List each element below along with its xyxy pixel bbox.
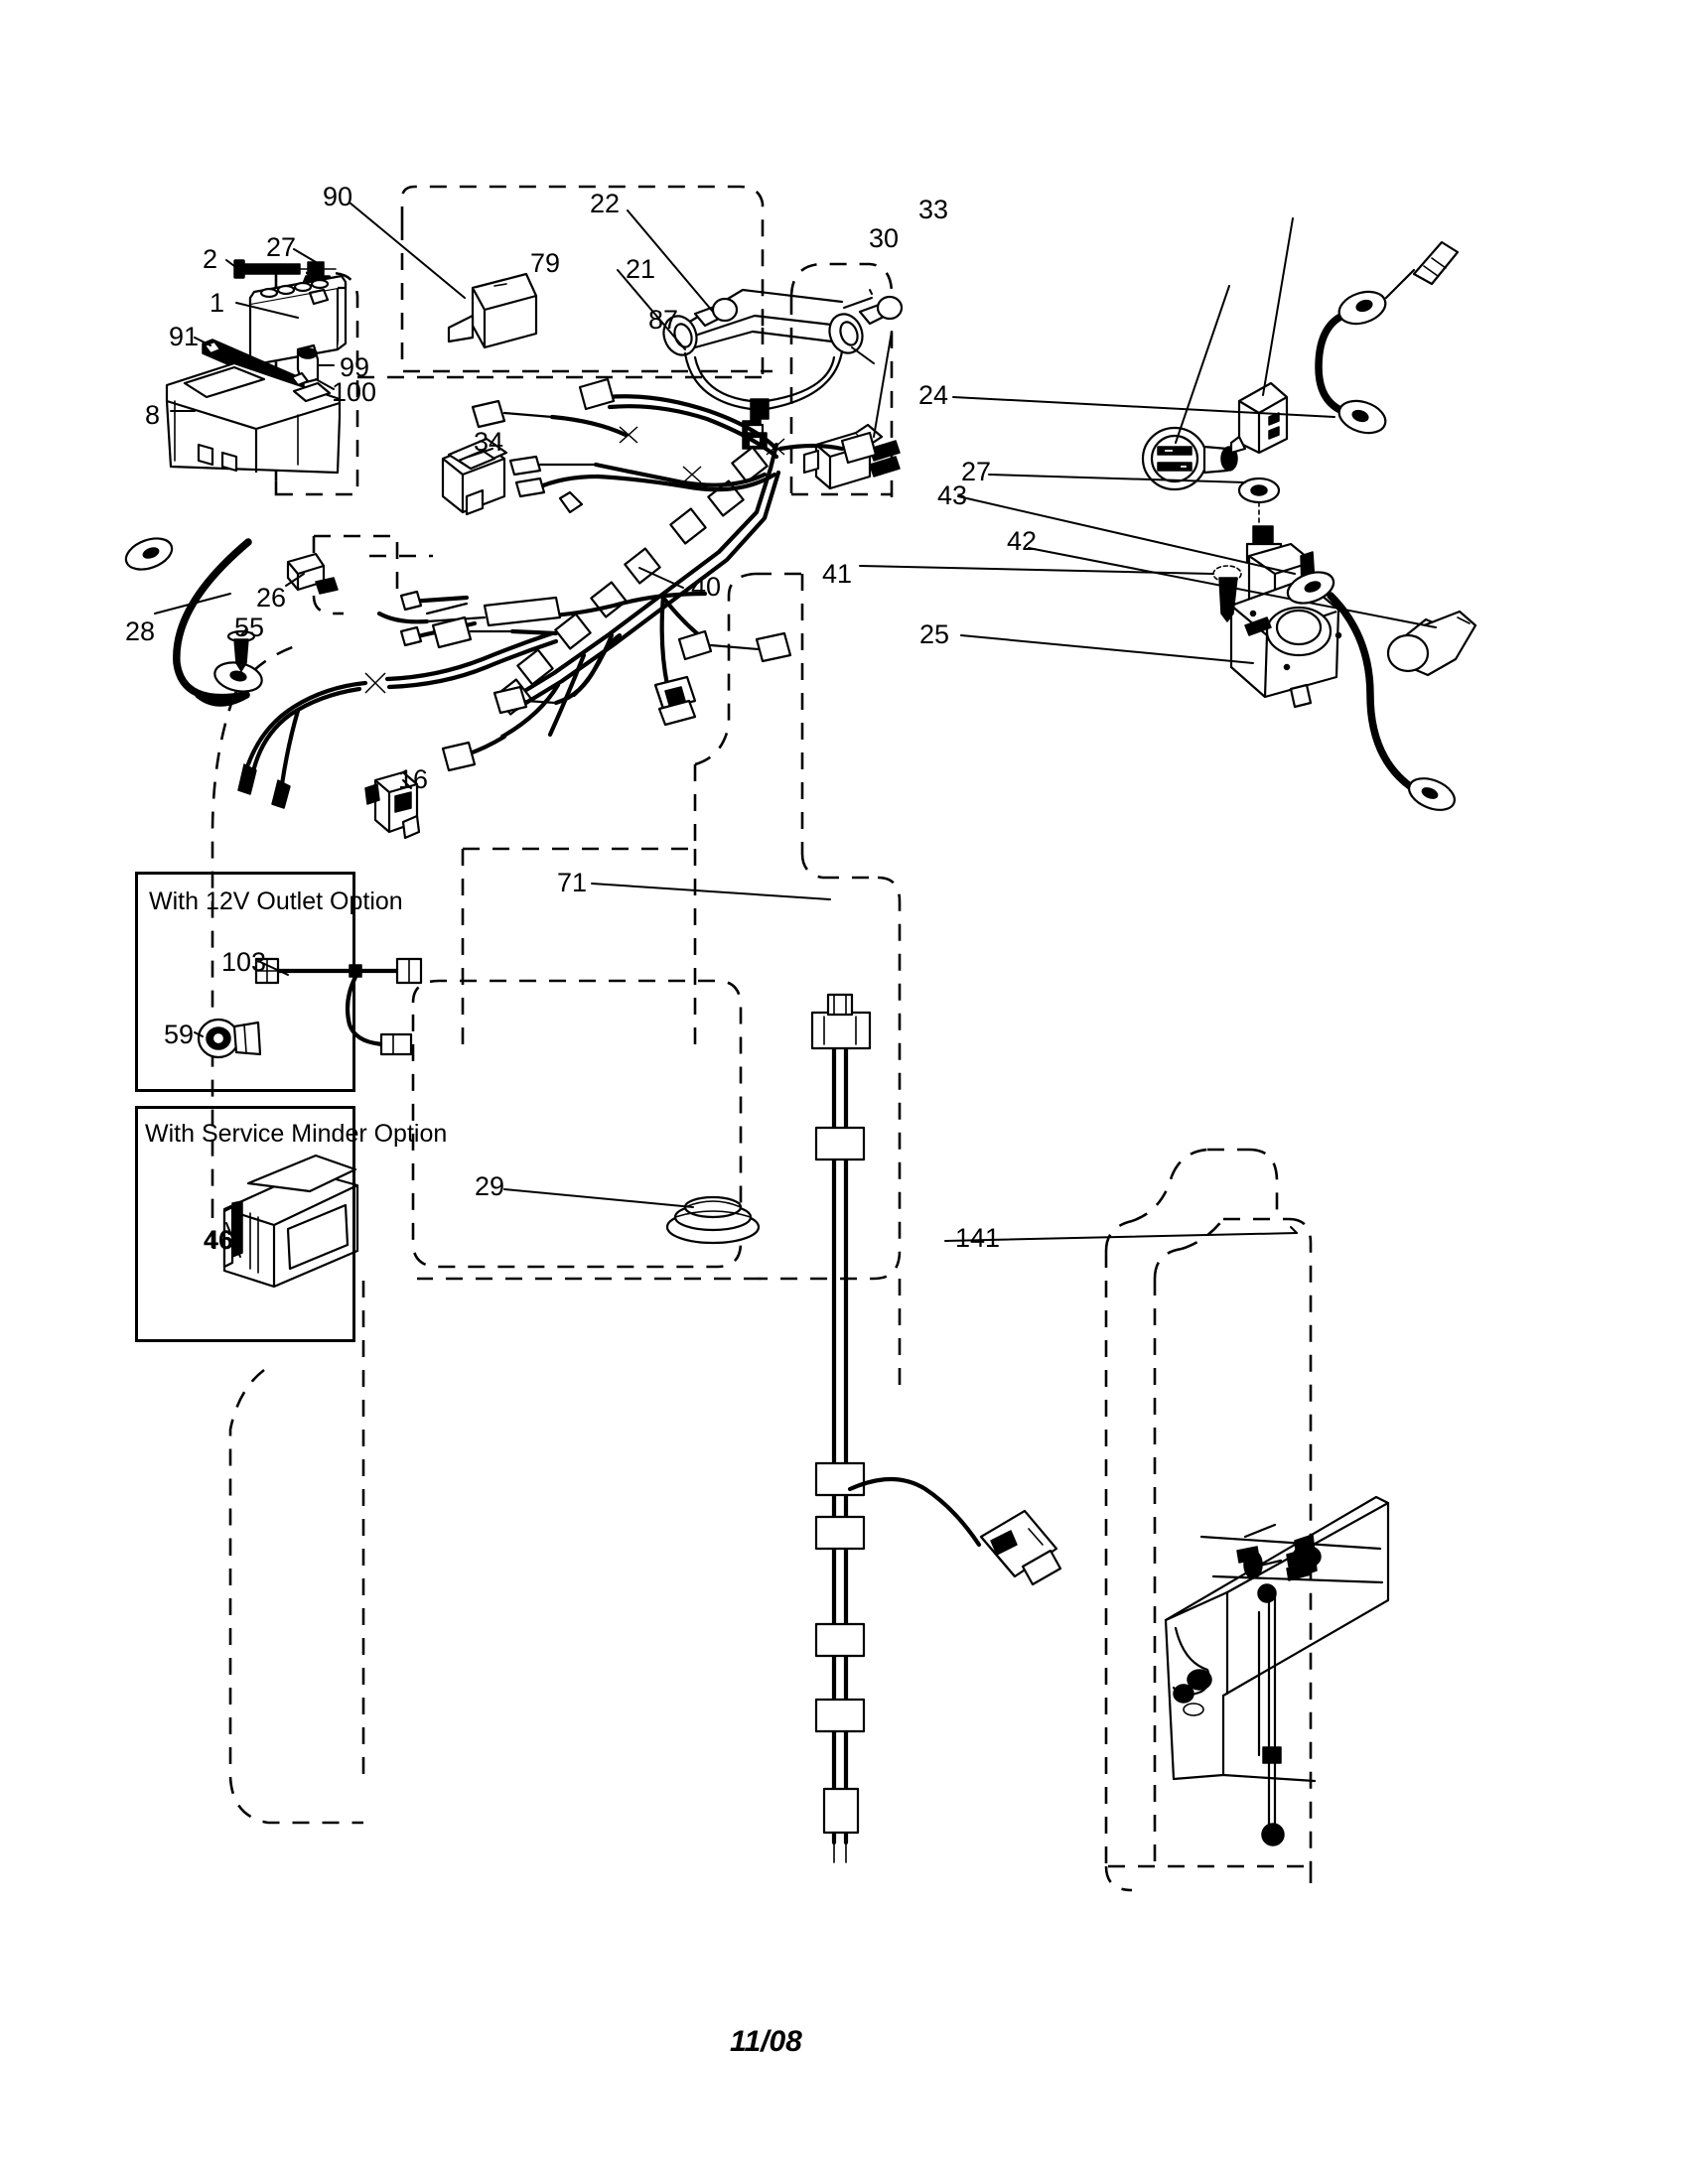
leader-55 — [240, 628, 247, 636]
callout-21: 21 — [626, 254, 656, 284]
leader-22 — [627, 209, 714, 313]
callout-8: 8 — [145, 400, 161, 430]
footer-date: 11/08 — [730, 2025, 802, 2058]
callout-25: 25 — [919, 619, 950, 649]
phantom-outlines — [210, 185, 1313, 1892]
leader-40 — [638, 567, 684, 589]
callout-1: 1 — [210, 288, 225, 318]
part-26-connector — [286, 552, 339, 595]
callout-26: 26 — [256, 583, 287, 613]
part-90-connector — [447, 272, 538, 349]
leader-141b — [1290, 1226, 1298, 1234]
leader-16 — [402, 779, 412, 789]
leader-59 — [194, 1031, 204, 1037]
callout-91: 91 — [169, 322, 200, 351]
leader-22c — [869, 289, 873, 295]
part-8-battery-tray — [165, 361, 342, 475]
callout-46: 46 — [204, 1225, 234, 1255]
part-25-43-starter-solenoid — [1229, 525, 1342, 709]
leader-46 — [225, 1222, 241, 1258]
leader-41 — [859, 565, 1214, 575]
part-27-nut-solenoid — [1237, 477, 1281, 525]
leader-28 — [154, 593, 231, 614]
part-1-battery — [248, 274, 348, 367]
leader-87 — [873, 331, 893, 438]
leader-27-top — [293, 248, 317, 263]
callout-16: 16 — [398, 764, 429, 794]
part-24-ground-cable — [1315, 240, 1460, 435]
part-34-rocker-switch — [441, 437, 508, 516]
callout-43: 43 — [937, 480, 968, 510]
inset-12v-outlet-title: With 12V Outlet Option — [149, 887, 403, 915]
callout-141: 141 — [955, 1223, 1001, 1253]
callout-29: 29 — [475, 1171, 505, 1201]
leader-141 — [944, 1232, 1298, 1242]
part-79-headlight-harness — [662, 288, 904, 450]
leader-90 — [349, 202, 466, 299]
callout-103: 103 — [221, 947, 267, 977]
callout-28: 28 — [125, 616, 156, 646]
callout-30: 30 — [869, 223, 900, 253]
leader-71 — [591, 883, 831, 900]
leader-26 — [285, 573, 305, 587]
leader-91 — [194, 337, 211, 346]
callout-2: 2 — [203, 244, 218, 274]
part-33-key — [1229, 381, 1289, 455]
part-55-screw — [226, 629, 256, 680]
inset-service-minder-title: With Service Minder Option — [145, 1120, 448, 1148]
leader-1 — [235, 302, 299, 319]
part-29-grommet — [665, 1195, 761, 1245]
leader-24 — [952, 396, 1335, 418]
leader-29 — [503, 1188, 694, 1208]
callout-27-lower: 27 — [961, 457, 992, 486]
part-28-negative-cable — [124, 537, 263, 707]
part-2-bolt — [233, 259, 337, 279]
callout-90: 90 — [323, 182, 353, 211]
callout-24: 24 — [918, 380, 949, 410]
callout-22: 22 — [590, 189, 621, 218]
part-30-ignition-switch — [1141, 426, 1238, 491]
callout-41: 41 — [822, 559, 853, 589]
callout-33: 33 — [918, 195, 949, 224]
positive-cable — [1286, 571, 1456, 811]
leader-43 — [957, 495, 1296, 575]
callout-100: 100 — [332, 377, 377, 407]
leader-27-lower — [988, 474, 1246, 483]
leader-42 — [1028, 547, 1437, 628]
callout-55: 55 — [234, 613, 265, 642]
callout-42: 42 — [1007, 526, 1038, 556]
part-141-bracket-rod — [1164, 1495, 1390, 1846]
part-40-main-harness — [237, 377, 878, 809]
inset-service-minder-box — [135, 1106, 355, 1342]
part-16-switch — [364, 770, 421, 840]
leader-79 — [617, 269, 686, 350]
leader-25 — [960, 634, 1254, 664]
callout-87: 87 — [648, 305, 679, 335]
leader-21 — [851, 346, 875, 364]
leader-22b — [843, 297, 873, 309]
leader-2 — [225, 259, 235, 267]
leader-100 — [315, 378, 335, 390]
callout-99: 99 — [340, 352, 370, 382]
callout-71: 71 — [557, 868, 588, 897]
leader-103 — [257, 960, 289, 976]
leader-34 — [468, 448, 493, 458]
leader-33 — [1262, 217, 1294, 396]
callout-79: 79 — [530, 248, 561, 278]
callout-59: 59 — [164, 1020, 195, 1049]
callout-27-top: 27 — [266, 232, 297, 262]
part-71-vertical-harness — [810, 993, 1062, 1863]
callout-40: 40 — [691, 572, 722, 602]
inset-12v-outlet-box — [135, 872, 355, 1092]
leader-30 — [1175, 285, 1230, 444]
part-42-boot — [1386, 610, 1477, 677]
callout-34: 34 — [474, 427, 504, 457]
